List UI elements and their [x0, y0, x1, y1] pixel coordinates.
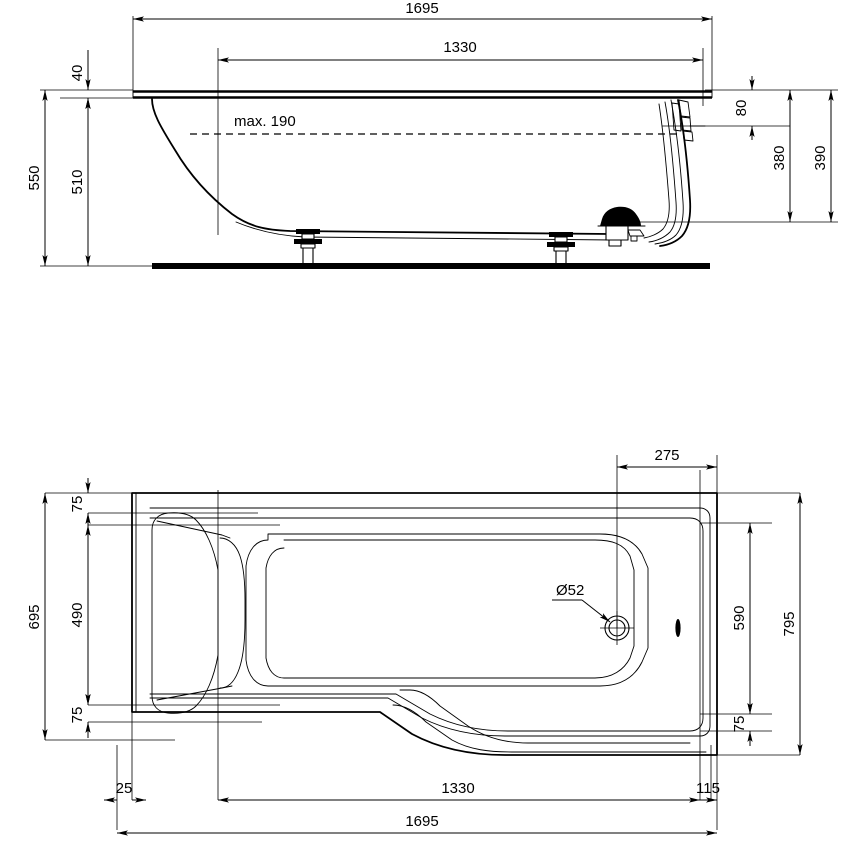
overflow-fitting-elevation [671, 99, 706, 142]
dim-label-elevation-1695: 1695 [405, 0, 438, 17]
dim-label-plan-590: 590 [731, 605, 748, 630]
bath-shower-end-contours-plan [392, 689, 707, 753]
waste-trap-elevation [597, 206, 646, 247]
dim-label-plan-25: 25 [116, 780, 133, 797]
dim-label-plan-top-75: 75 [69, 496, 86, 513]
dim-label-elevation-1330: 1330 [443, 39, 476, 56]
plan-extension-lines [45, 455, 800, 830]
dim-label-elevation-40: 40 [69, 65, 86, 82]
dim-elevation-inner-length: 1330 [218, 39, 703, 63]
dim-elevation-overflow-offset: 80 [733, 76, 755, 140]
dim-elevation-body-height: 510 [69, 98, 91, 266]
bath-rim-elevation [132, 90, 713, 99]
dim-label-plan-1695: 1695 [405, 813, 438, 830]
dim-plan-edge-right-bottom: 75 [731, 703, 753, 746]
dim-label-elevation-550: 550 [26, 165, 43, 190]
plan-view-group: 275 75 695 490 75 590 [26, 447, 803, 836]
dim-label-plan-490: 490 [69, 602, 86, 627]
dim-plan-edge-top: 75 [69, 478, 91, 528]
dim-plan-seat-width: 490 [69, 525, 91, 705]
dim-label-plan-115: 115 [696, 780, 720, 797]
dim-plan-right-offset: 115 [696, 780, 720, 803]
dim-plan-inner-width: 695 [26, 493, 48, 740]
dim-label-elevation-380: 380 [771, 145, 788, 170]
dim-plan-overall-length: 1695 [117, 813, 717, 836]
bath-inner-rim-plan [149, 507, 711, 737]
bath-outline-plan [131, 492, 718, 756]
dim-label-drain-diameter: Ø52 [556, 582, 584, 599]
floor-line-elevation [152, 263, 710, 269]
support-leg-left-elevation [294, 229, 322, 267]
support-leg-right-elevation [547, 232, 575, 267]
max-water-level-line: max. 190 [190, 113, 680, 135]
bath-backrest-lines-plan [156, 520, 233, 701]
dim-label-max-190: max. 190 [234, 113, 296, 130]
overflow-marker-plan [675, 619, 681, 637]
drain-plan: Ø52 [552, 582, 634, 645]
dim-plan-shower-width: 590 [731, 523, 753, 714]
dim-elevation-right-height: 390 [812, 90, 834, 222]
dim-elevation-waste-height: 380 [771, 90, 793, 222]
dim-label-plan-1330: 1330 [441, 780, 474, 797]
elevation-view-group: 1695 1330 40 550 510 80 [26, 0, 838, 269]
dim-label-elevation-390: 390 [812, 145, 829, 170]
bath-seat-shoulder-plan [219, 537, 246, 689]
dim-plan-inner-length: 1330 [218, 780, 700, 803]
dim-label-plan-795: 795 [781, 611, 798, 636]
dim-plan-left-offset: 25 [104, 780, 146, 803]
bath-main-basin-plan [245, 533, 649, 687]
dim-label-elevation-510: 510 [69, 169, 86, 194]
dim-label-plan-right-75: 75 [731, 716, 748, 733]
dim-label-plan-695: 695 [26, 604, 43, 629]
dim-elevation-overall-length: 1695 [133, 0, 712, 22]
dim-elevation-rim-thickness: 40 [69, 50, 91, 135]
dim-elevation-overall-height: 550 [26, 90, 48, 266]
dim-plan-edge-bottom: 75 [69, 692, 91, 738]
bath-basin-outline-plan [151, 512, 219, 714]
dim-plan-overall-width: 795 [781, 493, 803, 755]
dim-label-elevation-80: 80 [733, 100, 750, 117]
dim-label-plan-275: 275 [654, 447, 679, 464]
dim-plan-drain-offset: 275 [617, 447, 717, 470]
elevation-extension-lines [40, 16, 838, 267]
dim-label-plan-bottom-75: 75 [69, 707, 86, 724]
